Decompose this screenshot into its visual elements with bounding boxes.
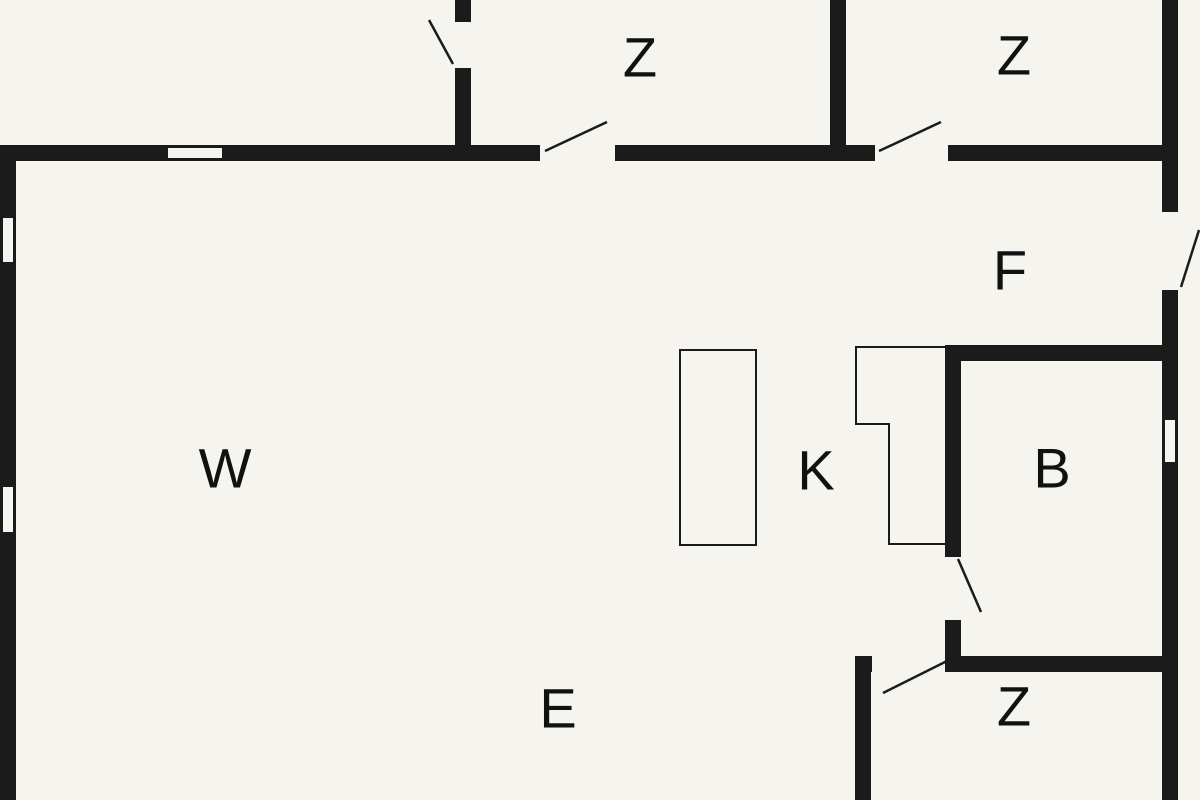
room-label-bathroom: B	[1033, 436, 1071, 500]
room-label-kitchen: K	[797, 438, 835, 502]
wall-segment	[855, 656, 871, 800]
door-swing	[878, 120, 942, 153]
door-swing	[956, 558, 983, 613]
window	[0, 487, 16, 532]
wall-segment	[1162, 462, 1178, 800]
wall-segment	[0, 145, 16, 218]
wall-segment	[945, 345, 961, 557]
wall-segment	[945, 656, 1178, 672]
room-label-bedroom-top-left: Z	[622, 25, 658, 89]
window	[1162, 420, 1178, 462]
door-swing	[1179, 229, 1200, 288]
wall-segment	[830, 0, 846, 145]
room-label-bedroom-top-right: Z	[996, 23, 1032, 87]
wall-segment	[945, 345, 1178, 361]
wall-segment	[0, 262, 16, 487]
wall-segment	[1162, 0, 1178, 212]
door-swing	[544, 120, 608, 153]
wall-segment	[0, 532, 16, 800]
wall-segment	[455, 68, 471, 161]
window	[168, 145, 222, 161]
wall-segment	[0, 145, 168, 161]
room-label-hallway: F	[992, 238, 1028, 302]
kitchen-counter-l	[855, 346, 946, 545]
room-label-living-room: W	[198, 436, 252, 500]
wall-segment	[455, 0, 471, 22]
room-label-bedroom-bottom: Z	[996, 674, 1032, 738]
kitchen-counter	[679, 349, 757, 546]
door-swing	[427, 19, 455, 65]
wall-segment	[615, 145, 875, 161]
room-label-dining-area: E	[539, 676, 577, 740]
door-swing	[882, 659, 948, 695]
wall-segment	[948, 145, 1178, 161]
window	[0, 218, 16, 262]
